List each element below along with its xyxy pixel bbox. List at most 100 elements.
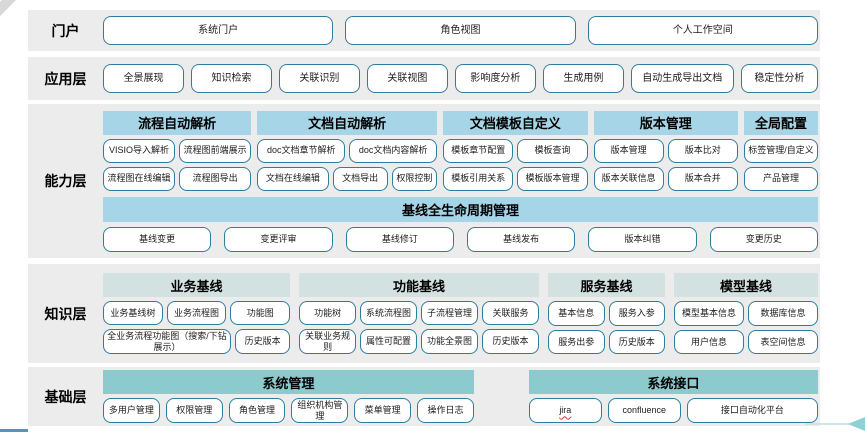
arrow-tail-line (805, 423, 849, 425)
group: 文档模板自定义模板章节配置模板查询模板引用关系模板版本管理 (443, 110, 588, 191)
item-button[interactable]: 菜单管理 (354, 398, 412, 423)
item-button[interactable]: 基本信息 (548, 301, 605, 326)
item-button[interactable]: 操作日志 (417, 398, 474, 423)
item-button[interactable]: 系统流程图 (360, 301, 418, 326)
item-button[interactable]: 系统门户 (103, 16, 334, 45)
item-button[interactable]: 模板查询 (517, 138, 588, 163)
item-button[interactable]: 子流程管理 (421, 301, 479, 326)
item-button[interactable]: 属性可配置 (360, 329, 418, 354)
item-button[interactable]: 历史版本 (235, 329, 291, 354)
item-button[interactable]: 文档导出 (332, 166, 388, 191)
item-button[interactable]: 数据库信息 (748, 301, 818, 326)
layer-label-application: 应用层 (44, 70, 87, 87)
item-button[interactable]: 关联视图 (366, 64, 448, 93)
group-row: VISIO导入解析流程图前端展示 (103, 138, 252, 163)
item-button[interactable]: 基线变更 (103, 226, 212, 252)
item-button[interactable]: 服务出参 (548, 329, 605, 354)
group-row: 全业务流程功能图（搜索/下钻展示）历史版本 (103, 329, 291, 354)
item-button[interactable]: 历史版本 (482, 329, 539, 354)
item-button[interactable]: 流程图在线编辑 (103, 166, 176, 191)
item-button[interactable]: 变更评审 (224, 226, 333, 252)
item-button[interactable]: 权限控制 (391, 166, 438, 191)
item-button[interactable]: 业务流程图 (166, 301, 227, 326)
group-header: 业务基线 (103, 273, 291, 298)
item-button[interactable]: 全业务流程功能图（搜索/下钻展示） (103, 329, 232, 354)
portal-items: 系统门户角色视图个人工作空间 (103, 16, 820, 45)
group-row: 功能树系统流程图子流程管理关联服务 (299, 301, 539, 326)
item-button[interactable]: 个人工作空间 (587, 16, 818, 45)
item-button[interactable]: 关联识别 (278, 64, 360, 93)
item-button[interactable]: 组织机构管理 (291, 398, 349, 423)
item-button[interactable]: 权限管理 (165, 398, 223, 423)
item-button[interactable]: 基线修订 (345, 226, 454, 252)
item-button[interactable]: 模板版本管理 (517, 166, 588, 191)
group: 系统管理多用户管理权限管理角色管理组织机构管理菜单管理操作日志 (103, 370, 474, 423)
item-button[interactable]: 模板引用关系 (443, 166, 514, 191)
group-row: 模板章节配置模板查询 (443, 138, 588, 163)
group-row: 用户信息表空间信息 (674, 329, 818, 354)
group-row: 产品管理 (743, 166, 818, 191)
item-button[interactable]: 版本管理 (593, 138, 664, 163)
item-button[interactable]: 业务基线树 (103, 301, 163, 326)
item-button[interactable]: 自动生成导出文档 (630, 64, 734, 93)
group: 功能基线功能树系统流程图子流程管理关联服务关联业务规则属性可配置功能全景图历史版… (299, 273, 539, 354)
layer-label-portal: 门户 (51, 22, 80, 39)
group-header: 服务基线 (548, 273, 666, 298)
item-button[interactable]: 基线发布 (466, 226, 576, 252)
group: 服务基线基本信息服务入参服务出参历史版本 (548, 273, 666, 354)
item-button[interactable]: 版本关联信息 (593, 166, 664, 191)
item-button[interactable]: 版本合并 (667, 166, 738, 191)
item-button[interactable]: 知识检索 (190, 64, 272, 93)
item-button[interactable]: 流程图导出 (179, 166, 252, 191)
item-button[interactable]: 关联业务规则 (299, 329, 357, 354)
item-button[interactable]: confluence (607, 398, 681, 423)
item-button[interactable]: 功能图 (230, 301, 291, 326)
group: 版本管理版本管理版本比对版本关联信息版本合并 (593, 110, 738, 191)
item-button[interactable]: 角色视图 (345, 16, 576, 45)
group-row: 模板引用关系模板版本管理 (443, 166, 588, 191)
item-button[interactable]: 服务入参 (608, 301, 666, 326)
item-button[interactable]: 版本纠错 (588, 226, 697, 252)
item-button[interactable]: 全景展现 (103, 64, 184, 93)
group-row: 标签管理/自定义 (743, 138, 818, 163)
layer-label-knowledge: 知识层 (44, 305, 87, 322)
group-header: 文档自动解析 (257, 110, 438, 135)
baseline-lifecycle-header: 基线全生命周期管理 (103, 196, 818, 222)
application-items: 全景展现知识检索关联识别关联视图影响度分析生成用例自动生成导出文档稳定性分析 (103, 64, 820, 93)
item-button[interactable]: 文档在线编辑 (257, 166, 329, 191)
item-button[interactable]: doc文档章节解析 (257, 138, 346, 163)
item-button[interactable]: 稳定性分析 (740, 64, 818, 93)
item-button[interactable]: 流程图前端展示 (179, 138, 252, 163)
item-button[interactable]: 变更历史 (709, 226, 818, 252)
item-button[interactable]: 角色管理 (228, 398, 286, 423)
item-button[interactable]: 多用户管理 (103, 398, 160, 423)
item-button[interactable]: VISIO导入解析 (103, 138, 176, 163)
page-corner-decoration (0, 0, 24, 21)
item-button[interactable]: 版本比对 (667, 138, 738, 163)
item-button[interactable]: 生成用例 (542, 64, 624, 93)
item-button[interactable]: 产品管理 (743, 166, 818, 191)
item-button[interactable]: 标签管理/自定义 (743, 138, 818, 163)
item-button[interactable]: 接口自动化平台 (686, 398, 818, 423)
item-button[interactable]: 模型基本信息 (674, 301, 745, 326)
item-button[interactable]: 模板章节配置 (443, 138, 514, 163)
item-button[interactable]: 影响度分析 (454, 64, 536, 93)
item-button[interactable]: 关联服务 (482, 301, 539, 326)
item-button[interactable]: 功能树 (299, 301, 357, 326)
item-button[interactable]: 功能全景图 (421, 329, 479, 354)
item-button[interactable]: 用户信息 (674, 329, 745, 354)
item-button[interactable]: 表空间信息 (748, 329, 818, 354)
item-button[interactable]: doc文档内容解析 (349, 138, 438, 163)
group-header: 系统接口 (528, 370, 818, 395)
group-row: 版本管理版本比对 (593, 138, 738, 163)
item-button[interactable]: 历史版本 (608, 329, 666, 354)
group-row: 版本关联信息版本合并 (593, 166, 738, 191)
item-button[interactable]: jira (528, 398, 602, 423)
layer-label-foundation: 基础层 (44, 388, 87, 405)
